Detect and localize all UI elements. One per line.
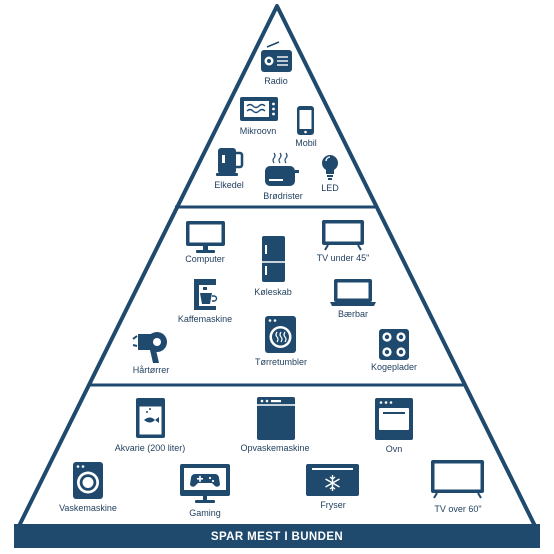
item-label: Mobil	[295, 138, 317, 148]
item-label: TV under 45"	[317, 253, 370, 263]
item-label: Ovn	[386, 444, 403, 454]
item-elkedel: Elkedel	[214, 148, 244, 190]
item-label: Elkedel	[214, 180, 244, 190]
item-baerbar: Bærbar	[330, 279, 376, 319]
item-label: Mikroovn	[240, 126, 277, 136]
radio-icon	[261, 41, 292, 72]
microwave-icon	[240, 97, 278, 121]
item-label: Radio	[264, 76, 288, 86]
item-label: Bærbar	[338, 309, 368, 319]
toaster-icon	[265, 152, 299, 186]
item-fryser: Fryser	[306, 464, 359, 510]
coffee-machine-icon	[194, 279, 218, 310]
item-tv-under-45: TV under 45"	[317, 220, 370, 263]
footer-label: SPAR MEST I BUNDEN	[211, 531, 343, 543]
item-vaskemaskine: Vaskemaskine	[59, 462, 117, 513]
item-akvarie: Akvarie (200 liter)	[115, 398, 186, 453]
item-label: Computer	[185, 254, 225, 264]
item-label: Hårtørrer	[133, 365, 170, 375]
hair-dryer-icon	[132, 332, 167, 363]
item-label: Kaffemaskine	[178, 314, 232, 324]
item-kogeplader: Kogeplader	[371, 329, 417, 372]
item-label: Kogeplader	[371, 362, 417, 372]
item-label: Tørretumbler	[255, 357, 307, 367]
item-label: Vaskemaskine	[59, 503, 117, 513]
item-opvaskemaskine: Opvaskemaskine	[240, 397, 310, 453]
item-torretumbler: Tørretumbler	[255, 316, 307, 367]
dishwasher-icon	[257, 397, 295, 440]
washing-machine-icon	[73, 462, 103, 499]
item-label: Fryser	[320, 500, 346, 510]
light-bulb-icon	[322, 155, 338, 180]
fridge-icon	[262, 236, 285, 282]
hob-icon	[379, 329, 409, 360]
monitor-icon	[186, 221, 225, 253]
tv-icon	[322, 220, 364, 251]
footer-bar	[14, 524, 540, 548]
laptop-icon	[330, 279, 376, 306]
item-hartorrer: Hårtørrer	[132, 332, 170, 375]
item-mikroovn: Mikroovn	[240, 97, 278, 136]
item-ovn: Ovn	[375, 398, 413, 454]
gaming-icon	[180, 464, 230, 503]
item-kaffemaskine: Kaffemaskine	[178, 279, 232, 324]
item-brodrister: Brødrister	[263, 152, 303, 201]
item-led: LED	[321, 155, 339, 193]
item-computer: Computer	[185, 221, 225, 264]
item-label: LED	[321, 183, 339, 193]
large-tv-icon	[431, 460, 484, 499]
item-label: Køleskab	[254, 287, 292, 297]
freezer-icon	[306, 464, 359, 496]
item-label: Opvaskemaskine	[240, 443, 309, 453]
item-koleskab: Køleskab	[254, 236, 292, 297]
item-label: Akvarie (200 liter)	[115, 443, 186, 453]
item-radio: Radio	[261, 41, 292, 86]
item-label: Brødrister	[263, 191, 303, 201]
aquarium-icon	[136, 398, 165, 438]
kettle-icon	[216, 148, 244, 176]
item-mobil: Mobil	[295, 106, 317, 148]
item-label: TV over 60"	[434, 504, 481, 514]
tumble-dryer-icon	[265, 316, 296, 353]
item-label: Gaming	[189, 508, 221, 518]
item-gaming: Gaming	[180, 464, 230, 518]
oven-icon	[375, 398, 413, 440]
mobile-phone-icon	[297, 106, 314, 135]
item-tv-over-60: TV over 60"	[431, 460, 484, 514]
